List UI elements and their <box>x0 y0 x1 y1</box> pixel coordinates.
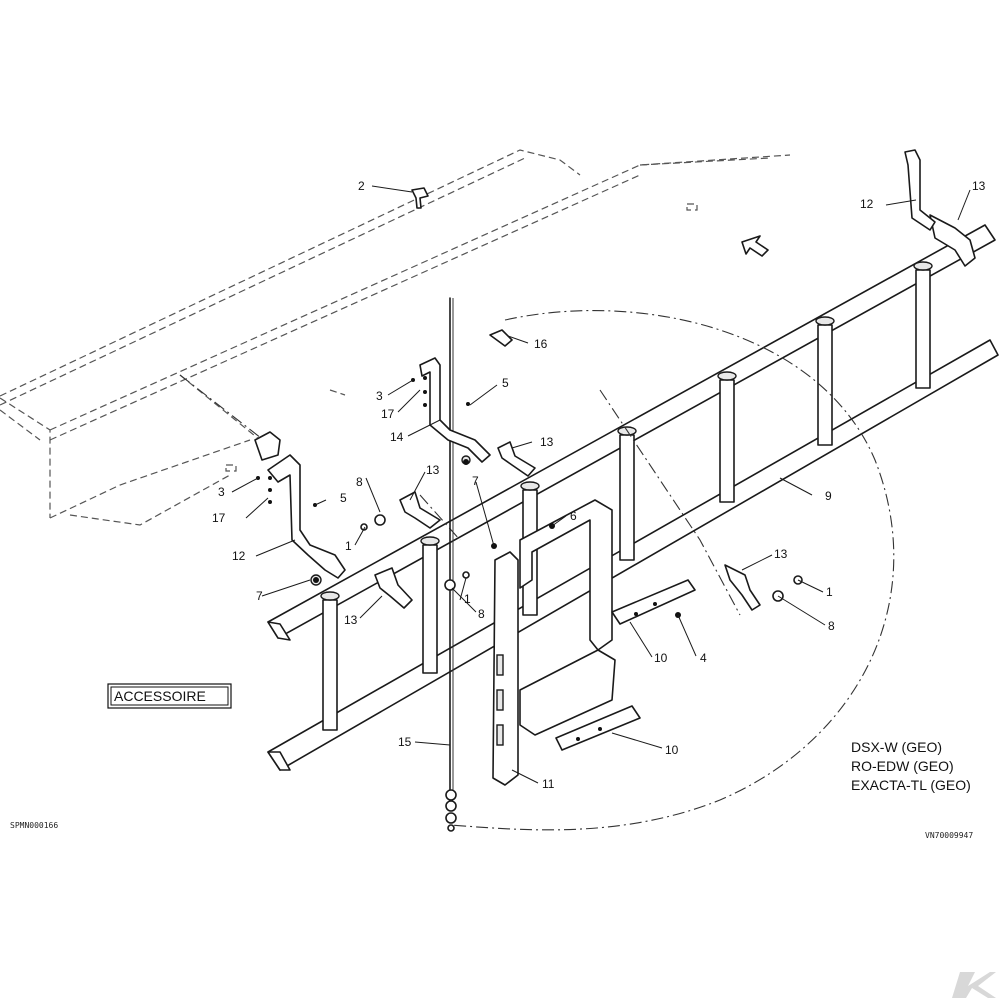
trailer-body-phantom <box>0 149 791 526</box>
callout-8: 8 <box>356 475 363 489</box>
leader-lines <box>231 185 971 784</box>
callout-17: 17 <box>212 511 226 525</box>
callout-3: 3 <box>218 485 225 499</box>
clamp-brackets <box>374 149 976 611</box>
bracket-center <box>419 357 491 465</box>
callout-5: 5 <box>502 376 509 390</box>
callout-13: 13 <box>972 179 986 193</box>
brand-logo-icon <box>952 972 996 998</box>
drawing-code-right: VN70009947 <box>925 831 973 840</box>
callout-8: 8 <box>478 607 485 621</box>
callout-10: 10 <box>654 651 668 665</box>
callout-14: 14 <box>390 430 404 444</box>
callout-13: 13 <box>426 463 440 477</box>
callout-1: 1 <box>826 585 833 599</box>
callout-1: 1 <box>464 592 471 606</box>
callout-17: 17 <box>381 407 395 421</box>
callout-10: 10 <box>665 743 679 757</box>
callout-7: 7 <box>472 474 479 488</box>
callout-9: 9 <box>825 489 832 503</box>
callout-13: 13 <box>540 435 554 449</box>
callout-4: 4 <box>700 651 707 665</box>
callout-16: 16 <box>534 337 548 351</box>
direction-arrow-icon <box>741 235 769 257</box>
callout-2: 2 <box>358 179 365 193</box>
callout-3: 3 <box>376 389 383 403</box>
model-line-2: RO-EDW (GEO) <box>851 758 954 774</box>
callout-11: 11 <box>542 777 555 791</box>
bracket-plates <box>492 499 696 786</box>
accessory-text: ACCESSOIRE <box>114 688 206 704</box>
accessory-label: ACCESSOIRE <box>107 683 232 709</box>
ladder <box>267 224 999 771</box>
callout-1: 1 <box>345 539 352 553</box>
callout-6: 6 <box>570 509 577 523</box>
callout-8: 8 <box>828 619 835 633</box>
drawing-code-left: SPMN000166 <box>10 821 58 830</box>
callout-numbers: 2 16 3 5 17 14 13 13 7 8 3 5 17 6 1 12 1… <box>212 179 986 791</box>
model-line-3: EXACTA-TL (GEO) <box>851 777 971 793</box>
callout-5: 5 <box>340 491 347 505</box>
callout-12: 12 <box>860 197 874 211</box>
rod <box>445 297 457 832</box>
callout-12: 12 <box>232 549 246 563</box>
callout-13: 13 <box>344 613 358 627</box>
model-line-1: DSX-W (GEO) <box>851 739 942 755</box>
bracket-left <box>254 431 346 586</box>
model-list: DSX-W (GEO) RO-EDW (GEO) EXACTA-TL (GEO) <box>851 739 971 793</box>
callout-13: 13 <box>774 547 788 561</box>
callout-15: 15 <box>398 735 412 749</box>
callout-7: 7 <box>256 589 263 603</box>
